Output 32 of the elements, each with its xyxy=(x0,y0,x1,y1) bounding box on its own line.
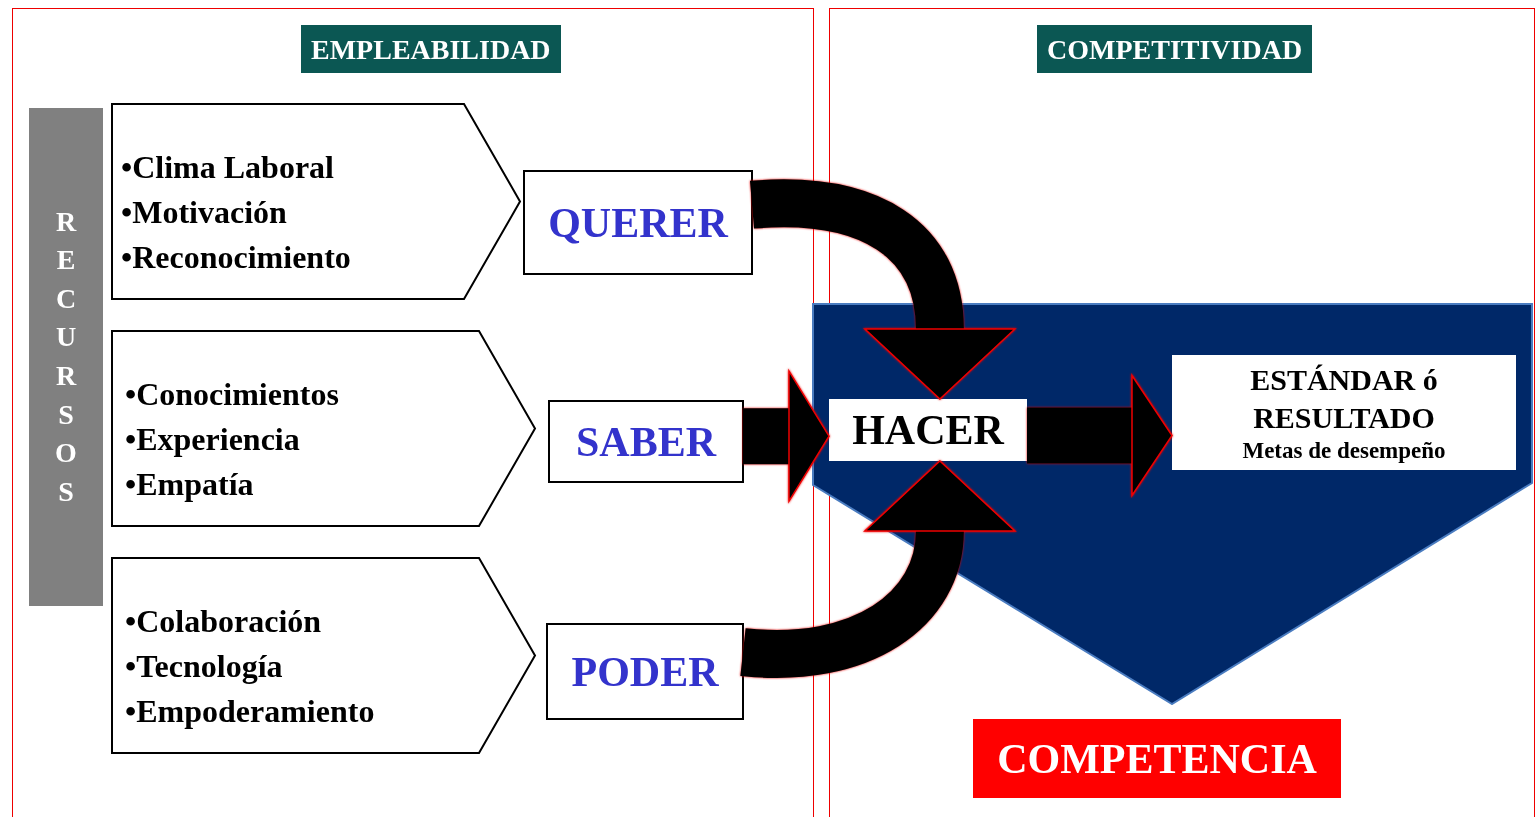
concept-box xyxy=(829,399,1027,461)
box-label: QUERER xyxy=(548,199,728,246)
result-subtitle: Metas de desempeño xyxy=(1242,436,1446,465)
title-banner xyxy=(973,719,1341,798)
block-arrow xyxy=(1027,374,1173,497)
list-item: •Tecnología xyxy=(125,647,284,686)
section-heading: COMPETITIVIDAD xyxy=(1037,25,1313,73)
list-item: •Motivación xyxy=(121,193,288,232)
vertical-label: RECURSOS xyxy=(54,204,78,509)
list-item: •Reconocimiento xyxy=(121,238,352,277)
block-arrow xyxy=(743,370,830,502)
section-panel xyxy=(12,8,814,817)
result-box xyxy=(1172,355,1516,470)
result-title: ESTÁNDAR ó RESULTADO xyxy=(1249,361,1439,436)
concept-box xyxy=(523,170,753,275)
pentagon-arrow-box xyxy=(111,103,522,300)
vertical-bar xyxy=(29,108,103,606)
box-label: HACER xyxy=(852,407,1004,453)
list-item: •Empatía xyxy=(125,465,255,504)
box-label: SABER xyxy=(575,418,717,465)
pentagon-arrow-box xyxy=(111,557,537,754)
list-item: •Conocimientos xyxy=(125,375,340,414)
list-item: •Colaboración xyxy=(125,602,323,641)
list-item: •Clima Laboral xyxy=(121,148,335,187)
concept-box xyxy=(546,623,744,720)
concept-box xyxy=(548,400,744,483)
pentagon-arrow-box xyxy=(111,330,537,527)
section-heading: EMPLEABILIDAD xyxy=(301,25,561,73)
list-item: •Empoderamiento xyxy=(125,692,376,731)
box-label: PODER xyxy=(571,648,719,695)
list-item: •Experiencia xyxy=(125,420,301,459)
box-label: COMPETENCIA xyxy=(997,735,1317,782)
